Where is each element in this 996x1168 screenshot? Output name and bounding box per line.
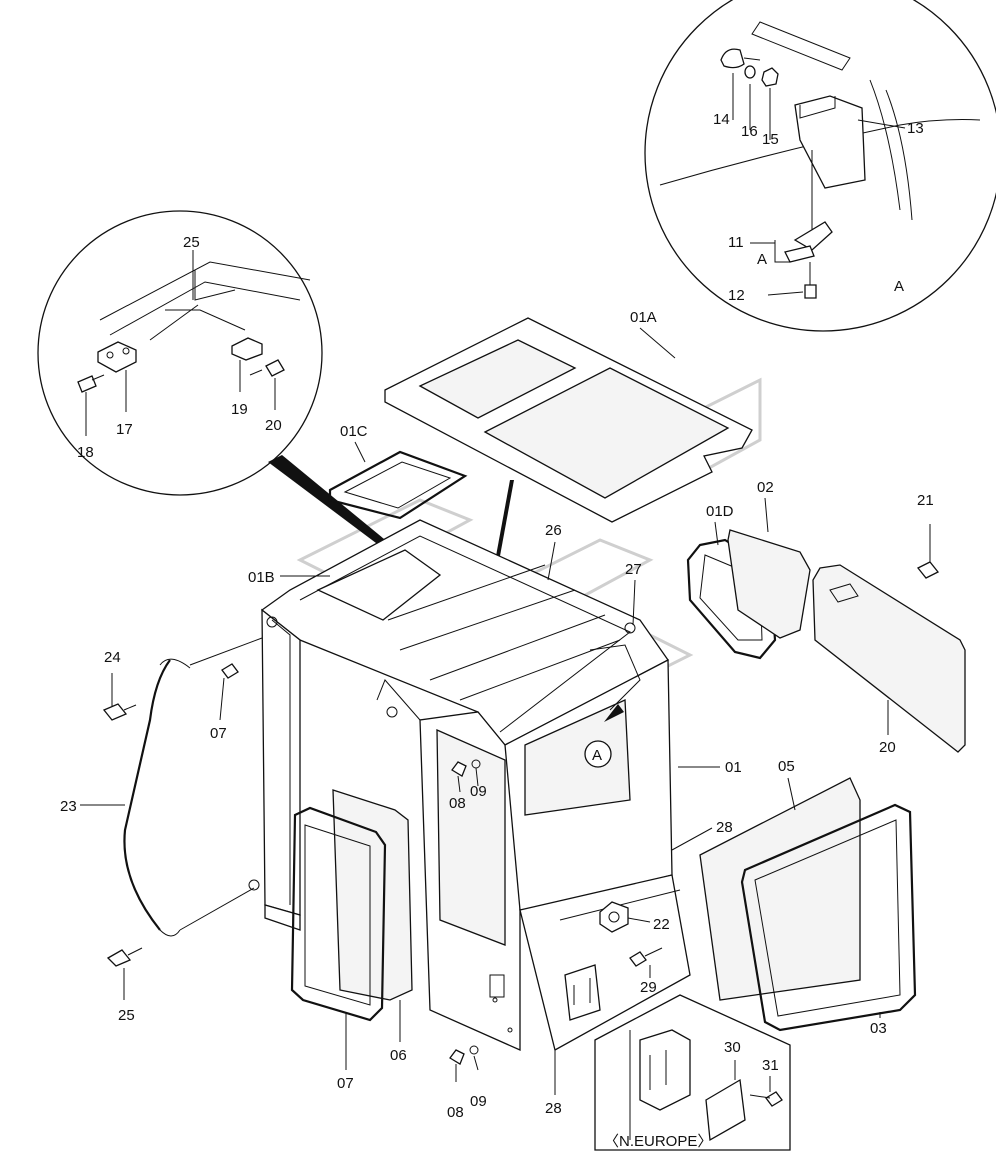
label-04: 05 xyxy=(778,758,795,775)
fitting-23 xyxy=(599,901,651,933)
label-03: 03 xyxy=(870,1020,887,1037)
label-19: 20 xyxy=(265,417,282,434)
panel-21 xyxy=(812,564,966,753)
label-05: 06 xyxy=(390,1047,407,1064)
glass-05 xyxy=(332,789,413,1001)
label-07: 07 xyxy=(210,725,227,742)
label-26: 26 xyxy=(545,522,562,539)
label-27: 27 xyxy=(625,561,642,578)
label-28-lower: 28 xyxy=(545,1100,562,1117)
label-14: 15 xyxy=(762,131,779,148)
label-01a: 01A xyxy=(630,309,657,326)
n-europe-inset xyxy=(594,994,791,1151)
label-25-top: 24 xyxy=(104,649,121,666)
glass-02 xyxy=(727,529,811,639)
label-22: 21 xyxy=(917,492,934,509)
label-17: 18 xyxy=(77,444,94,461)
label-25-bottom: 25 xyxy=(118,1007,135,1024)
label-18: 19 xyxy=(231,401,248,418)
label-24: 23 xyxy=(60,798,77,815)
label-31: 31 xyxy=(762,1057,779,1074)
label-16: 17 xyxy=(116,421,133,438)
leader-26 xyxy=(547,541,556,581)
label-08-upper: 08 xyxy=(449,795,466,812)
label-21: 20 xyxy=(879,739,896,756)
label-08-lower: 08 xyxy=(447,1104,464,1121)
leader-01d xyxy=(714,521,719,546)
label-01d: 01D xyxy=(706,503,734,520)
label-12: 13 xyxy=(907,120,924,137)
detail-circle-a xyxy=(644,0,996,332)
label-01: 01 xyxy=(725,759,742,776)
bolt-22 xyxy=(916,524,940,579)
label-10: 11 xyxy=(728,234,744,251)
detail-a-corner-letter: A xyxy=(894,278,904,295)
view-a-circle-letter: A xyxy=(592,747,602,764)
bolt-29 xyxy=(629,947,663,978)
detail-circle-left xyxy=(37,210,323,496)
leader-28-upper xyxy=(671,827,713,851)
label-01c: 01C xyxy=(340,423,368,440)
label-06: 07 xyxy=(337,1075,354,1092)
plug-08-lower xyxy=(449,1045,479,1082)
leader-04 xyxy=(787,777,796,811)
label-09-upper: 09 xyxy=(470,783,487,800)
leader-01a xyxy=(639,327,676,359)
seal-03 xyxy=(740,803,917,1032)
region-note: 〈N.EUROPE〉 xyxy=(604,1133,712,1150)
bolt-07 xyxy=(219,663,239,721)
leader-27 xyxy=(632,579,636,626)
leader-wedge-center xyxy=(496,480,514,556)
label-29: 29 xyxy=(640,979,657,996)
label-15: 16 xyxy=(741,123,758,140)
label-28-upper: 28 xyxy=(716,819,733,836)
detail-a-arrow-letter: A xyxy=(757,251,767,268)
glass-04 xyxy=(699,777,861,1001)
label-20: 25 xyxy=(183,234,200,251)
label-23: 22 xyxy=(653,916,670,933)
leader-wedge-left xyxy=(268,455,395,552)
label-02: 02 xyxy=(757,479,774,496)
roof-panel-01a xyxy=(384,317,753,523)
handrail-24 xyxy=(123,637,263,937)
label-30: 30 xyxy=(724,1039,741,1056)
leader-01c xyxy=(354,441,366,463)
label-11: 12 xyxy=(728,287,745,304)
bolt-25-top xyxy=(102,673,137,721)
label-01b: 01B xyxy=(248,569,275,586)
seal-06 xyxy=(290,806,387,1022)
cab-body-01 xyxy=(248,519,691,1052)
view-a-marker xyxy=(584,644,641,768)
label-13: 14 xyxy=(713,111,730,128)
label-09-lower: 09 xyxy=(470,1093,487,1110)
leader-02 xyxy=(764,497,769,533)
plug-08-upper xyxy=(451,759,481,793)
seal-01c xyxy=(328,450,468,520)
bolt-25-bottom xyxy=(106,947,143,1000)
